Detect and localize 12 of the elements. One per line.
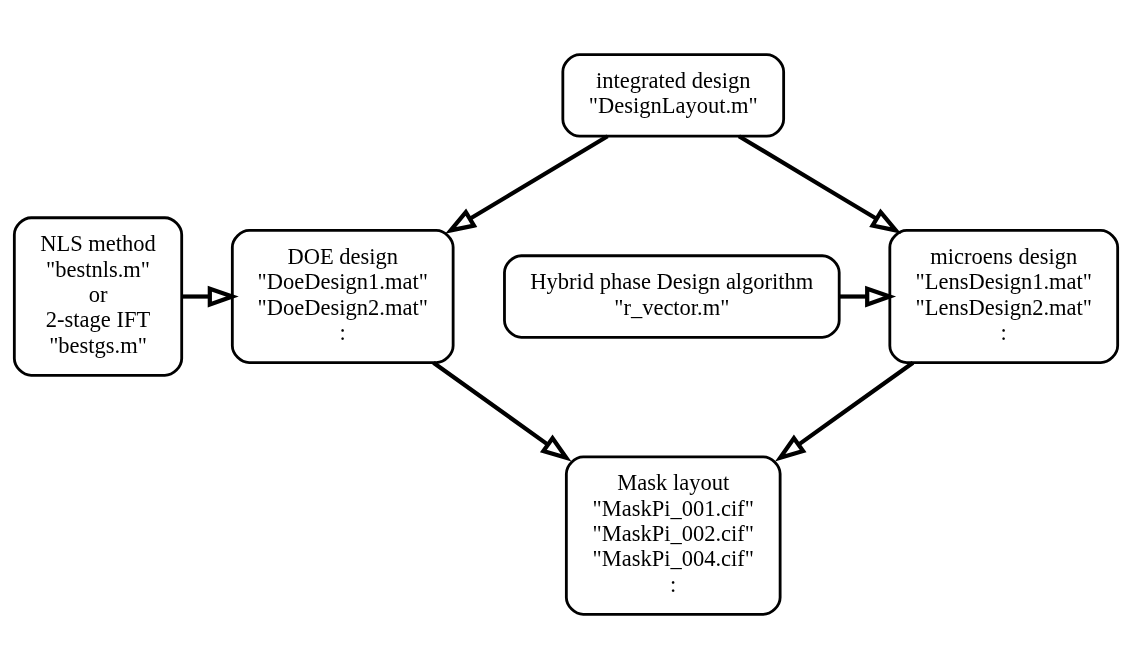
- node-box: Hybrid phase Design algorithm "r_vector.m": [503, 254, 841, 339]
- arrow: [737, 134, 902, 234]
- node-box: DOE design "DoeDesign1.mat" "DoeDesign2.mat" :: [230, 229, 455, 365]
- arrow: [445, 134, 609, 234]
- arrow: [182, 285, 239, 308]
- arrow: [775, 361, 915, 462]
- node-box: NLS method "bestnls.m" or 2-stage IFT "bestgs.m": [12, 216, 184, 377]
- node-box: Mask layout "MaskPi_001.cif" "MaskPi_002.cif" "MaskPi_004.cif" :: [564, 455, 782, 616]
- arrow: [839, 285, 897, 308]
- node-box: integrated design "DesignLayout.m": [561, 53, 786, 138]
- arrow: [432, 361, 572, 462]
- node-box: microens design "LensDesign1.mat" "LensDesign2.mat" :: [888, 229, 1120, 365]
